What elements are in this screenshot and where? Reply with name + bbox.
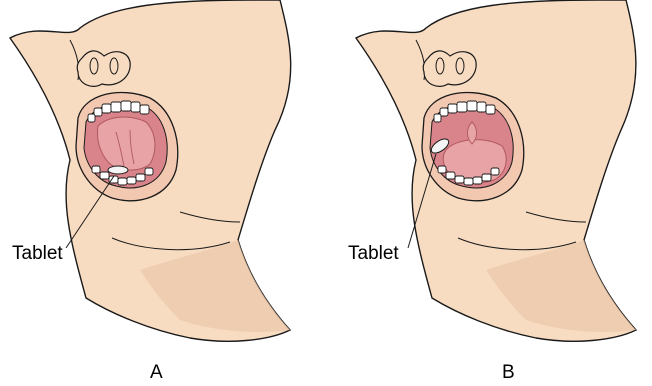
tablet-label: Tablet	[348, 243, 399, 265]
nose-b	[423, 51, 476, 86]
tablet-label: Tablet	[12, 243, 63, 265]
nose-a	[77, 51, 130, 86]
face-illustration-b	[326, 0, 652, 386]
tablet-a	[108, 166, 128, 174]
panel-letter: A	[150, 362, 163, 384]
panel-letter: B	[502, 362, 515, 384]
face-illustration-a	[0, 0, 326, 386]
panel-b: Tablet B	[326, 0, 652, 386]
panel-a: Tablet A	[0, 0, 326, 386]
